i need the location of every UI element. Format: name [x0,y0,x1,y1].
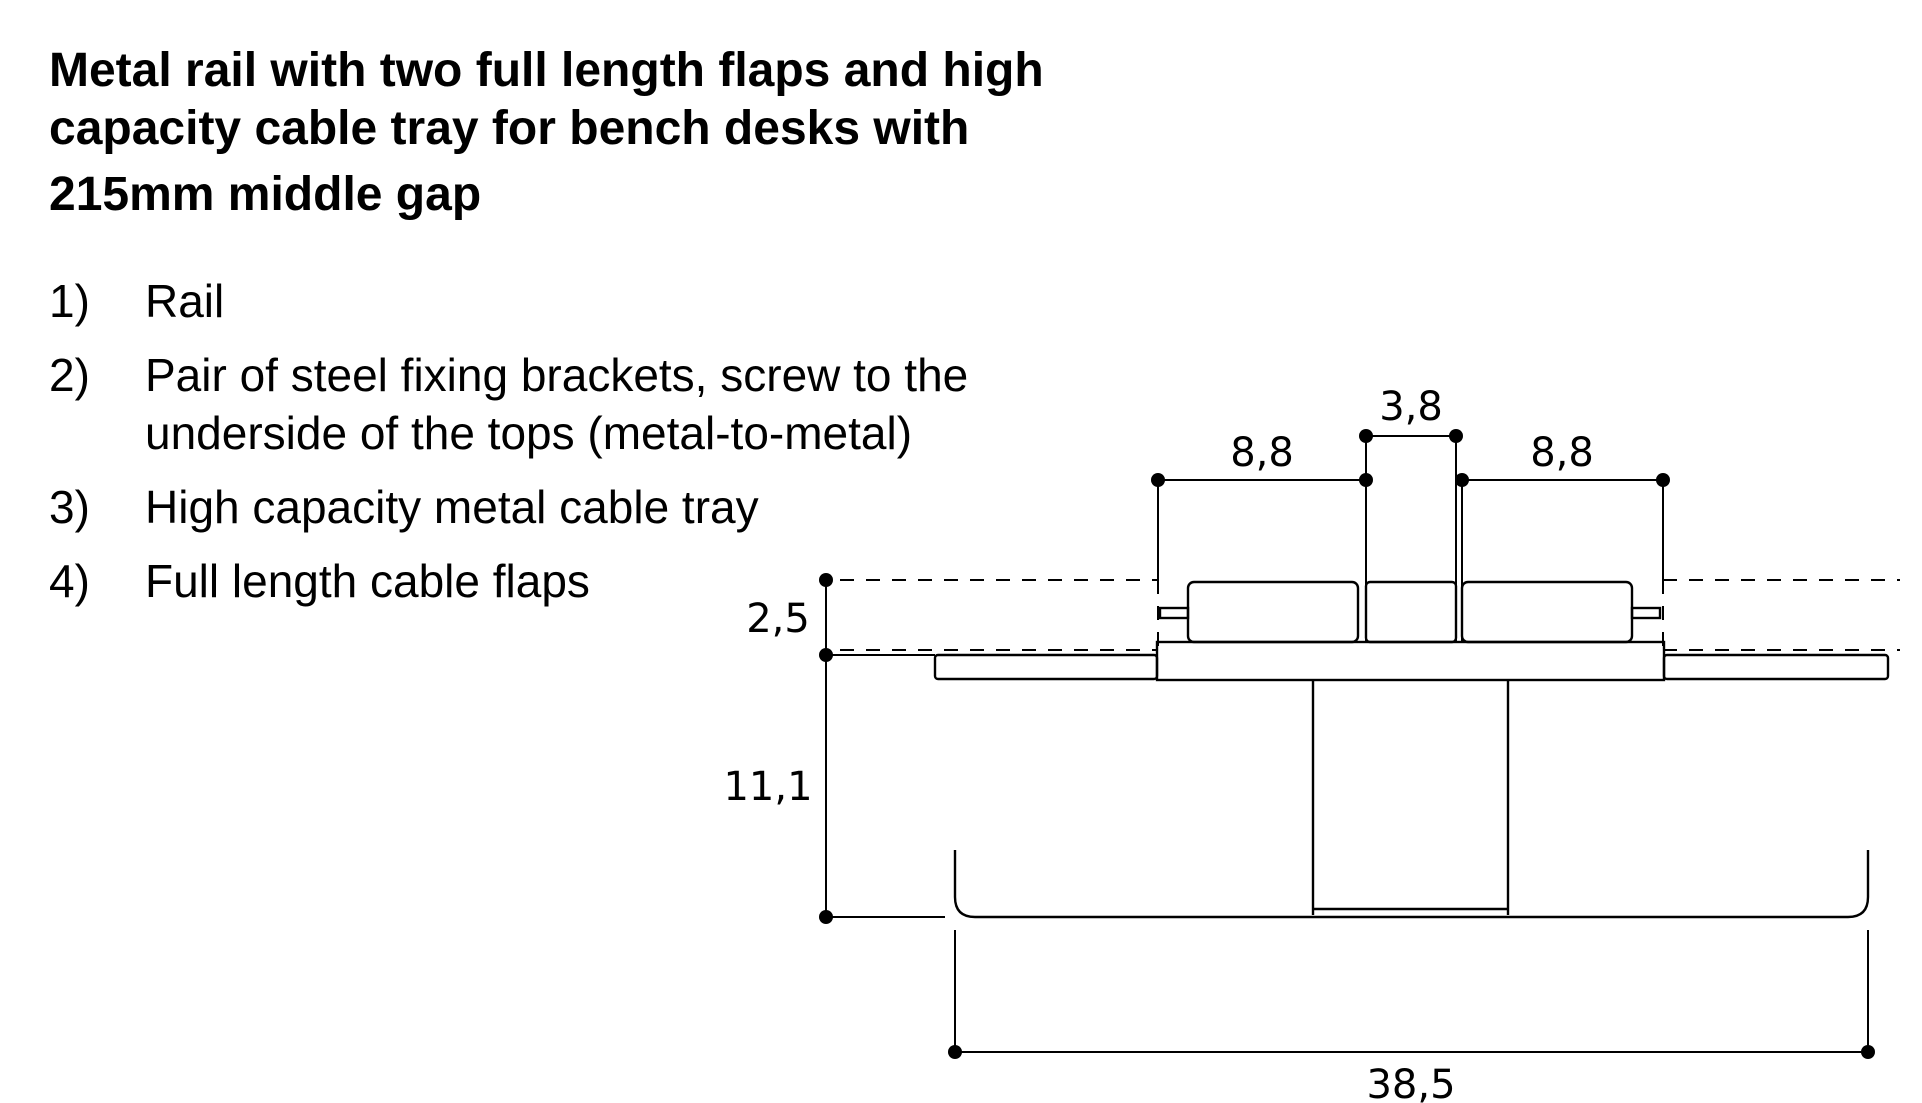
fixing-bracket-left [933,653,1159,681]
legend-number: 3) [49,481,90,533]
legend-text: Pair of steel fixing brackets, screw to … [145,349,969,401]
legend-text: Full length cable flaps [145,555,590,607]
dimension-label-overall-width: 38,5 [1366,1062,1455,1103]
legend-item-brackets: 2) Pair of steel fixing brackets, screw … [49,346,1149,462]
legend-text: Rail [145,275,225,327]
legend-text: underside of the tops (metal-to-metal) [145,407,913,459]
dimension-label-tray-depth: 11,1 [723,764,812,810]
title-line-1: Metal rail with two full length flaps an… [49,44,1044,97]
cable-tray [953,850,1870,919]
fixing-bracket-right [1662,653,1890,681]
legend-number: 4) [49,555,90,607]
legend-item-cable-tray: 3) High capacity metal cable tray [49,478,1149,536]
dimension-label-top-left: 8,8 [1230,430,1294,476]
legend-number: 1) [49,275,90,327]
cable-flap-right [1460,580,1634,644]
dimension-dots [819,429,1875,1059]
desk-top-outline [840,579,1900,651]
hinge-pin-right [1630,606,1662,620]
dimension-label-flap-height: 2,5 [746,596,810,642]
dimension-label-top-middle: 3,8 [1379,384,1443,430]
legend-text: High capacity metal cable tray [145,481,759,533]
hinge-pin-left [1158,606,1190,620]
title-line-2: capacity cable tray for bench desks with [49,102,970,155]
parts-legend: 1) Rail 2) Pair of steel fixing brackets… [49,272,1149,610]
drawing-title: Metal rail with two full length flaps an… [49,42,1149,224]
rail-center-block [1364,580,1458,644]
dimension-label-top-right: 8,8 [1530,430,1594,476]
cable-flap-left [1186,580,1360,644]
legend-item-rail: 1) Rail [49,272,1149,330]
legend-item-cable-flaps: 4) Full length cable flaps [49,552,1149,610]
legend-number: 2) [49,349,90,401]
title-line-3: 215mm middle gap [49,168,482,221]
rail [1155,640,1666,682]
